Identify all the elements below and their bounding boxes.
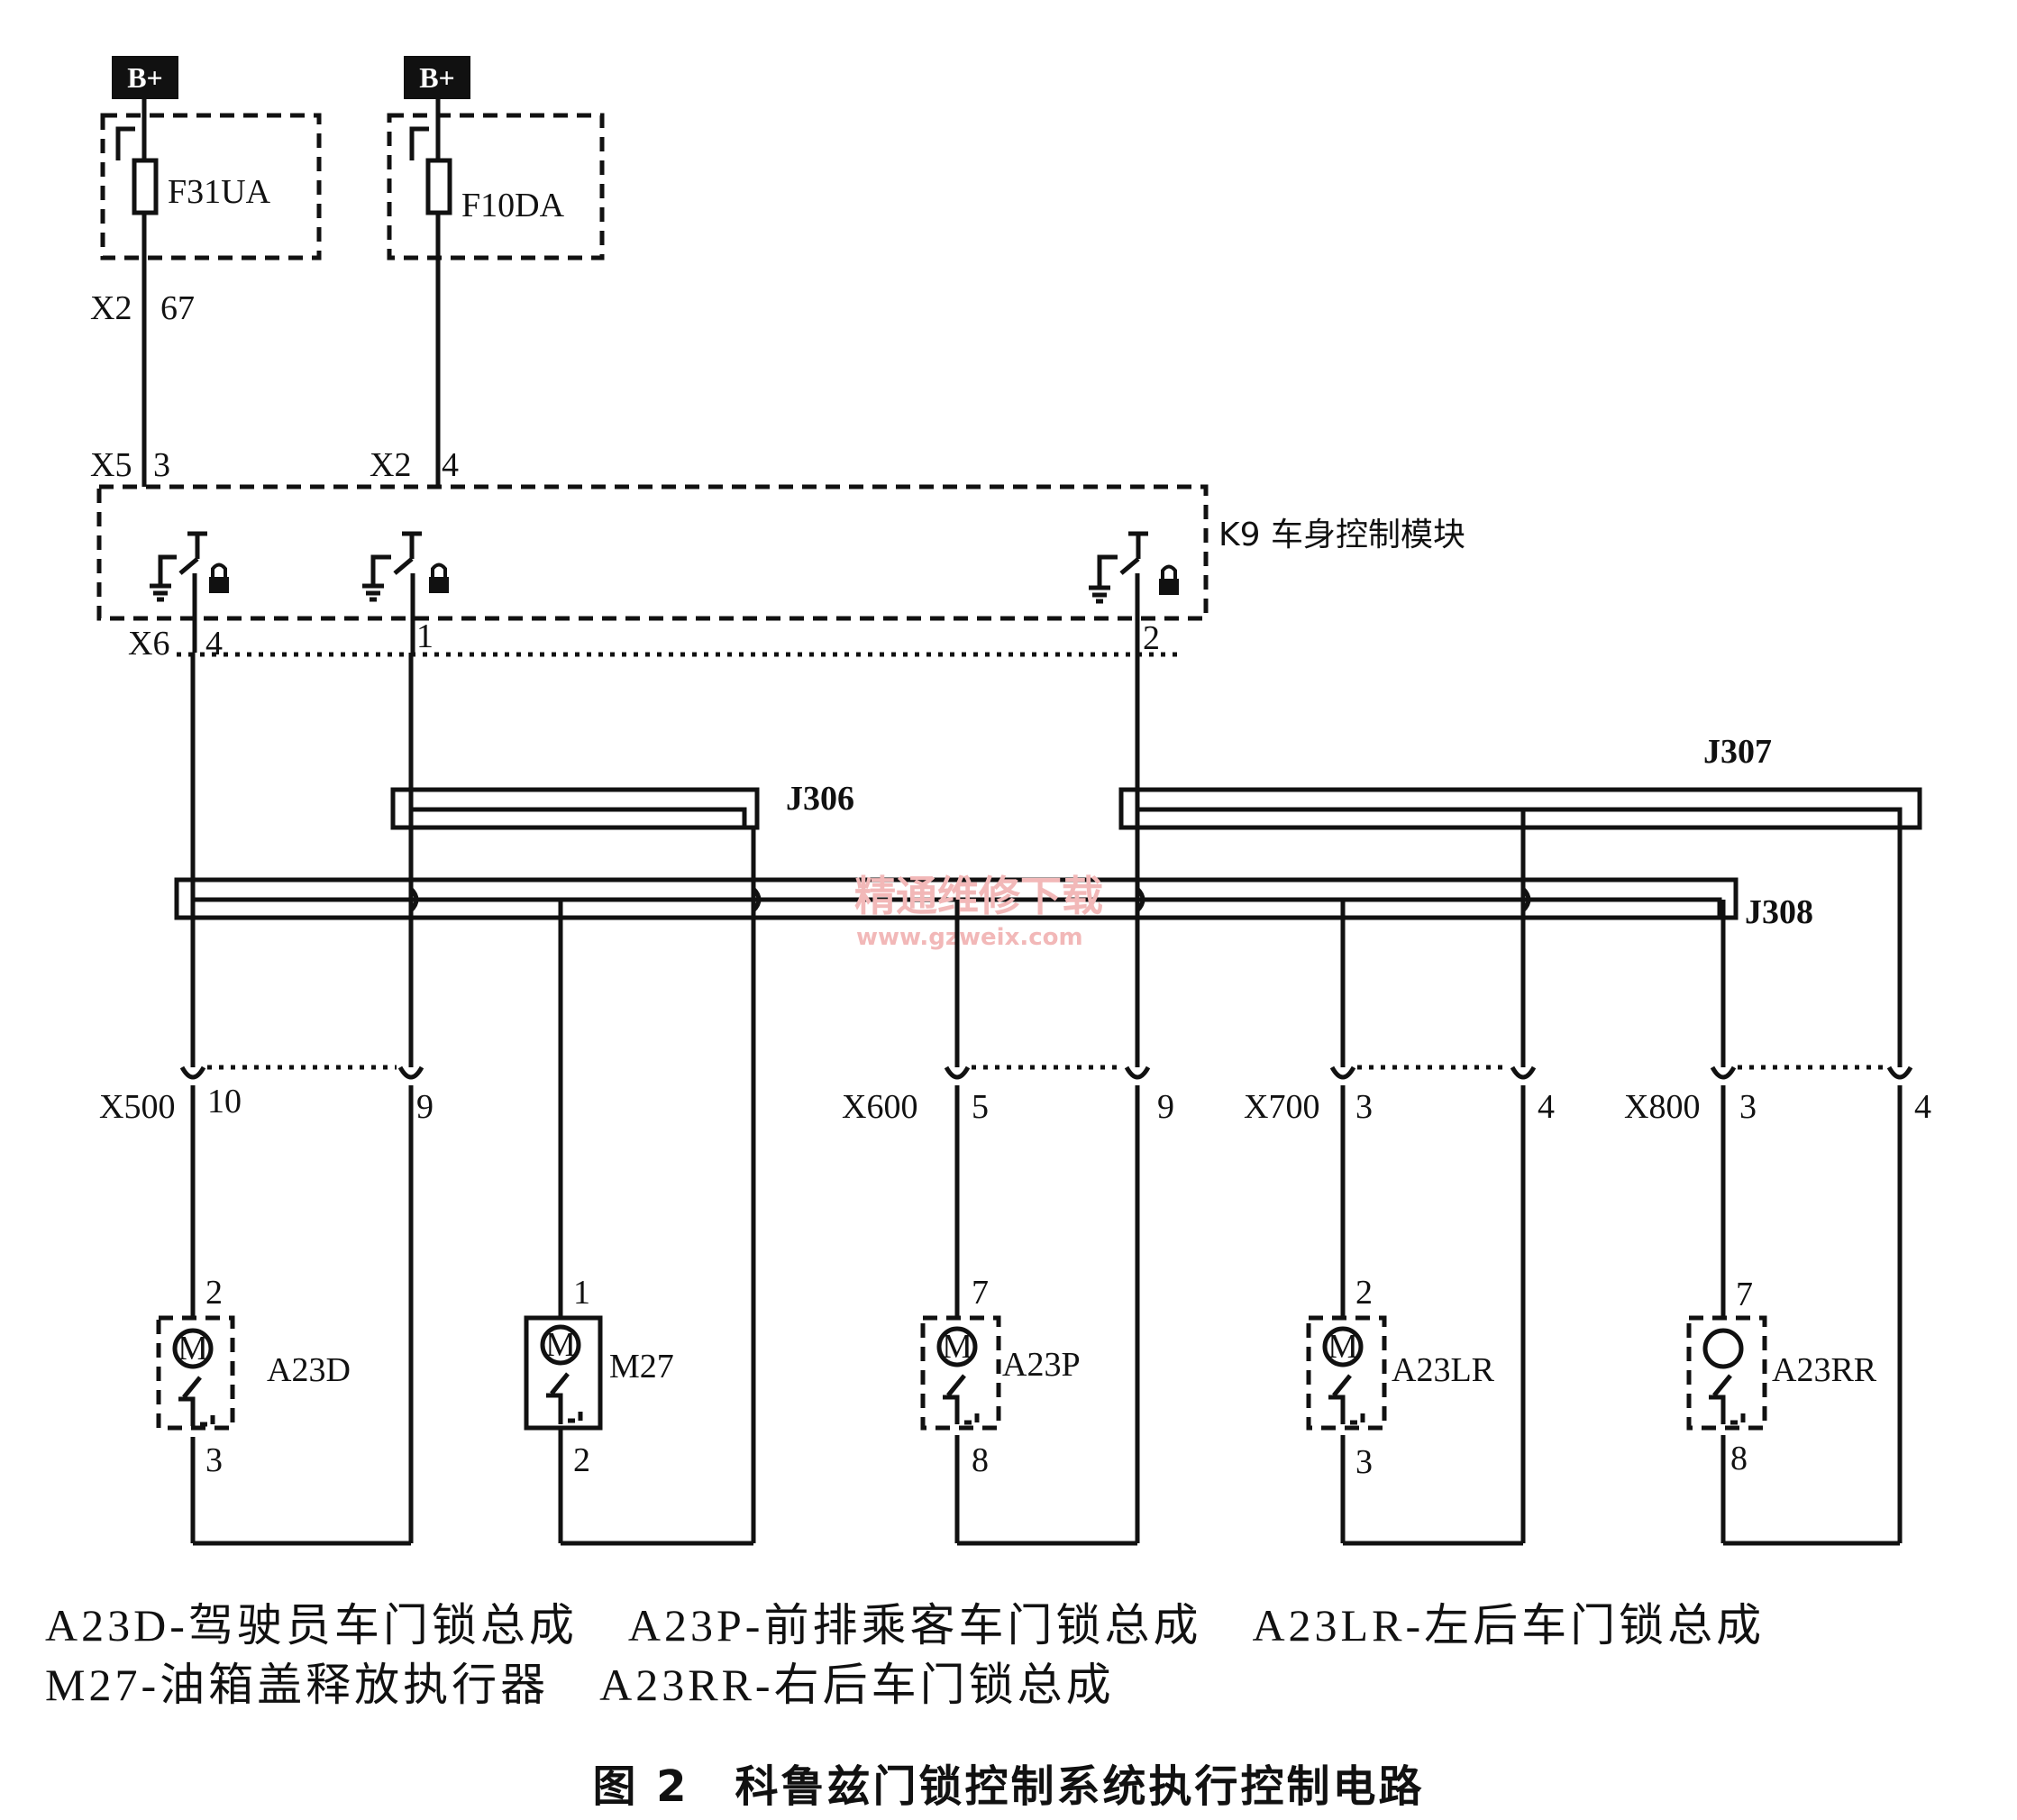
svg-text:X500: X500	[99, 1088, 175, 1126]
svg-text:M: M	[178, 1330, 208, 1367]
connector-x6-pin-a: 4	[205, 625, 223, 663]
fuse-label-a: F31UA	[168, 173, 271, 211]
battery-supply-a: B+	[112, 56, 178, 99]
svg-text:A23D: A23D	[267, 1351, 351, 1389]
svg-text:7: 7	[1736, 1276, 1753, 1313]
motor-icon-a23d	[172, 1328, 214, 1369]
svg-text:A23RR: A23RR	[1772, 1351, 1877, 1389]
motor-icon-a23rr	[1702, 1328, 1744, 1369]
fuse-box-a: F31UA	[100, 99, 322, 261]
lock-relay-1	[150, 531, 229, 653]
connector-x600: X600 5 9	[842, 1065, 1174, 1126]
svg-text:4: 4	[1914, 1088, 1931, 1126]
unlock-relay	[1089, 531, 1179, 653]
svg-text:X600: X600	[842, 1088, 917, 1126]
junction-j307-label: J307	[1703, 733, 1772, 771]
connector-x6-pin-b: 1	[416, 617, 434, 655]
connector-x2-lower: X2	[370, 446, 411, 484]
svg-text:3: 3	[205, 1441, 223, 1479]
legend-item-m27: M27-油箱盖释放执行器	[45, 1660, 550, 1710]
svg-text:3: 3	[1355, 1443, 1373, 1481]
fuse-icon-b	[425, 158, 452, 215]
figure-caption: 图 2 科鲁兹门锁控制系统执行控制电路	[592, 1761, 1425, 1812]
lock-icon-3	[1159, 579, 1179, 595]
actuator-a23p: M 7 8 A23P	[920, 1274, 1081, 1479]
connector-x2-lower-pin: 4	[442, 446, 459, 484]
motor-icon-a23lr	[1322, 1326, 1364, 1367]
connector-x5: X5	[90, 446, 132, 484]
svg-text:M: M	[545, 1326, 576, 1364]
connector-x800: X800 3 4	[1624, 1065, 1931, 1126]
wiring	[190, 653, 1903, 1546]
junction-j306-label: J306	[786, 780, 854, 818]
watermark-url: www.gzweix.com	[856, 924, 1083, 951]
legend-item-a23p: A23P-前排乘客车门锁总成	[627, 1600, 1202, 1651]
svg-text:A23P: A23P	[1002, 1346, 1081, 1384]
svg-text:M27: M27	[609, 1348, 674, 1386]
svg-text:5: 5	[972, 1088, 989, 1126]
junction-j308-label: J308	[1745, 893, 1813, 931]
lock-icon-1	[209, 577, 229, 593]
svg-text:10: 10	[207, 1083, 242, 1120]
module-label: K9 车身控制模块	[1218, 517, 1465, 553]
svg-text:7: 7	[972, 1274, 989, 1312]
fuse-icon-a	[132, 158, 159, 215]
lock-icon-2	[429, 577, 449, 593]
actuator-a23d: M 2 3 A23D	[156, 1274, 351, 1479]
fuse-box-b: F10DA	[387, 99, 605, 261]
svg-text:4: 4	[1538, 1088, 1555, 1126]
motor-icon-m27	[540, 1324, 581, 1366]
svg-text:2: 2	[1355, 1274, 1373, 1312]
body-control-module: K9 车身控制模块	[96, 484, 1465, 653]
connector-x6-pin-c: 2	[1143, 619, 1160, 657]
svg-text:8: 8	[972, 1441, 989, 1479]
legend-item-a23lr: A23LR-左后车门锁总成	[1252, 1600, 1766, 1651]
svg-text:3: 3	[1355, 1088, 1373, 1126]
connector-x2-upper-pin: 67	[160, 289, 195, 327]
svg-text:X800: X800	[1624, 1088, 1700, 1126]
fuse-label-b: F10DA	[461, 187, 565, 224]
lock-relay-2	[362, 531, 449, 653]
watermark-text: 精通维修下载	[854, 872, 1103, 920]
connector-x700: X700 3 4	[1244, 1065, 1555, 1126]
component-legend: A23D-驾驶员车门锁总成 A23P-前排乘客车门锁总成 A23LR-左后车门锁总成…	[45, 1596, 2001, 1715]
svg-text:M: M	[942, 1328, 972, 1366]
door-lock-circuit-diagram: B+ B+ F31UA F10DA X2 67 X5 3 X2 4 K9 车身控…	[90, 56, 1931, 1546]
connector-x6: X6	[128, 625, 169, 663]
svg-text:X700: X700	[1244, 1088, 1319, 1126]
actuator-m27: M 1 2 M27	[524, 1274, 674, 1479]
actuator-a23rr: 7 8 A23RR	[1686, 1276, 1877, 1477]
battery-supply-b: B+	[404, 56, 470, 99]
svg-text:9: 9	[416, 1088, 434, 1126]
svg-text:A23LR: A23LR	[1392, 1351, 1495, 1389]
svg-text:8: 8	[1730, 1440, 1748, 1477]
svg-text:1: 1	[573, 1274, 590, 1312]
motor-icon-a23p	[936, 1326, 978, 1367]
svg-text:3: 3	[1739, 1088, 1757, 1126]
svg-text:2: 2	[205, 1274, 223, 1312]
connector-x5-pin: 3	[153, 446, 170, 484]
svg-text:9: 9	[1157, 1088, 1174, 1126]
actuator-a23lr: M 2 3 A23LR	[1306, 1274, 1495, 1481]
svg-text:2: 2	[573, 1441, 590, 1479]
connector-x500: X500 10 9	[99, 1065, 434, 1126]
legend-item-a23d: A23D-驾驶员车门锁总成	[45, 1600, 578, 1651]
battery-label-a: B+	[127, 61, 163, 94]
legend-item-a23rr: A23RR-右后车门锁总成	[599, 1660, 1115, 1710]
battery-label-b: B+	[419, 61, 455, 94]
svg-text:M: M	[1328, 1328, 1358, 1366]
connector-x2-upper: X2	[90, 289, 132, 327]
